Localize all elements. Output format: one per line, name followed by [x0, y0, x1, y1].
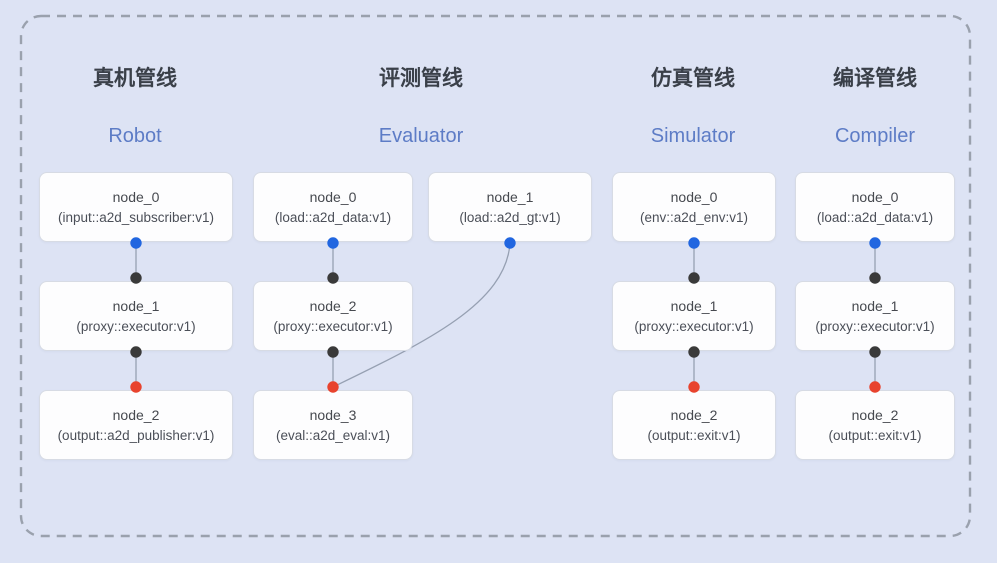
- node-box-robot-node_0: node_0(input::a2d_subscriber:v1): [39, 172, 233, 242]
- node-label: node_0: [309, 188, 357, 205]
- edge-curve-4: [332, 242, 511, 388]
- node-label: node_2: [851, 406, 899, 423]
- port-dot-blue-evaluator-node_1-bottom: [504, 237, 516, 249]
- node-box-simulator-node_1: node_1(proxy::executor:v1): [612, 281, 776, 351]
- node-box-simulator-node_0: node_0(env::a2d_env:v1): [612, 172, 776, 242]
- node-sublabel: (proxy::executor:v1): [76, 318, 196, 334]
- port-dot-dark-robot-node_1-top: [130, 272, 142, 284]
- port-dot-blue-simulator-node_0-bottom: [688, 237, 700, 249]
- node-sublabel: (input::a2d_subscriber:v1): [57, 209, 215, 225]
- pipeline-title-cn-robot: 真机管线: [93, 67, 177, 90]
- pipeline-title-cn-compiler: 编译管线: [833, 67, 917, 90]
- node-box-evaluator-node_2: node_2(proxy::executor:v1): [253, 281, 413, 351]
- node-label: node_0: [670, 188, 718, 205]
- node-box-simulator-node_2: node_2(output::exit:v1): [612, 390, 776, 460]
- node-box-evaluator-node_1: node_1(load::a2d_gt:v1): [428, 172, 592, 242]
- port-dot-dark-simulator-node_1-bottom: [688, 346, 700, 358]
- node-sublabel: (proxy::executor:v1): [273, 318, 393, 334]
- pipeline-title-en-simulator: Simulator: [650, 125, 736, 147]
- node-label: node_2: [112, 406, 160, 423]
- node-sublabel: (env::a2d_env:v1): [639, 209, 749, 225]
- node-label: node_1: [486, 188, 534, 205]
- node-sublabel: (output::exit:v1): [647, 427, 741, 443]
- node-box-robot-node_2: node_2(output::a2d_publisher:v1): [39, 390, 233, 460]
- node-sublabel: (load::a2d_data:v1): [816, 209, 934, 225]
- node-label: node_0: [112, 188, 160, 205]
- node-sublabel: (proxy::executor:v1): [634, 318, 754, 334]
- node-label: node_0: [851, 188, 899, 205]
- node-label: node_2: [670, 406, 718, 423]
- node-box-evaluator-node_3: node_3(eval::a2d_eval:v1): [253, 390, 413, 460]
- pipeline-title-en-compiler: Compiler: [834, 125, 916, 147]
- node-sublabel: (eval::a2d_eval:v1): [275, 427, 391, 443]
- pipeline-title-en-evaluator: Evaluator: [378, 125, 464, 147]
- port-dot-dark-robot-node_1-bottom: [130, 346, 142, 358]
- pipeline-title-cn-simulator: 仿真管线: [651, 67, 735, 90]
- port-dot-dark-evaluator-node_2-bottom: [327, 346, 339, 358]
- port-dot-blue-compiler-node_0-bottom: [869, 237, 881, 249]
- port-dot-blue-robot-node_0-bottom: [130, 237, 142, 249]
- node-label: node_1: [670, 297, 718, 314]
- node-label: node_2: [309, 297, 357, 314]
- pipeline-title-cn-evaluator: 评测管线: [379, 67, 463, 90]
- port-dot-red-simulator-node_2-top: [688, 381, 700, 393]
- node-box-compiler-node_1: node_1(proxy::executor:v1): [795, 281, 955, 351]
- node-sublabel: (load::a2d_data:v1): [274, 209, 392, 225]
- node-sublabel: (proxy::executor:v1): [815, 318, 935, 334]
- node-sublabel: (load::a2d_gt:v1): [459, 209, 561, 225]
- pipeline-title-en-robot: Robot: [108, 125, 162, 147]
- port-dot-red-robot-node_2-top: [130, 381, 142, 393]
- node-box-compiler-node_2: node_2(output::exit:v1): [795, 390, 955, 460]
- node-sublabel: (output::exit:v1): [828, 427, 922, 443]
- port-dot-dark-compiler-node_1-bottom: [869, 346, 881, 358]
- node-box-compiler-node_0: node_0(load::a2d_data:v1): [795, 172, 955, 242]
- port-dot-red-evaluator-node_3-top: [327, 381, 339, 393]
- port-dot-dark-compiler-node_1-top: [869, 272, 881, 284]
- port-dot-dark-evaluator-node_2-top: [327, 272, 339, 284]
- node-label: node_1: [112, 297, 160, 314]
- port-dot-red-compiler-node_2-top: [869, 381, 881, 393]
- port-dot-dark-simulator-node_1-top: [688, 272, 700, 284]
- pipelines-dashed-border: [19, 14, 972, 538]
- node-label: node_1: [851, 297, 899, 314]
- node-box-robot-node_1: node_1(proxy::executor:v1): [39, 281, 233, 351]
- node-sublabel: (output::a2d_publisher:v1): [57, 427, 215, 443]
- node-label: node_3: [309, 406, 357, 423]
- port-dot-blue-evaluator-node_0-bottom: [327, 237, 339, 249]
- node-box-evaluator-node_0: node_0(load::a2d_data:v1): [253, 172, 413, 242]
